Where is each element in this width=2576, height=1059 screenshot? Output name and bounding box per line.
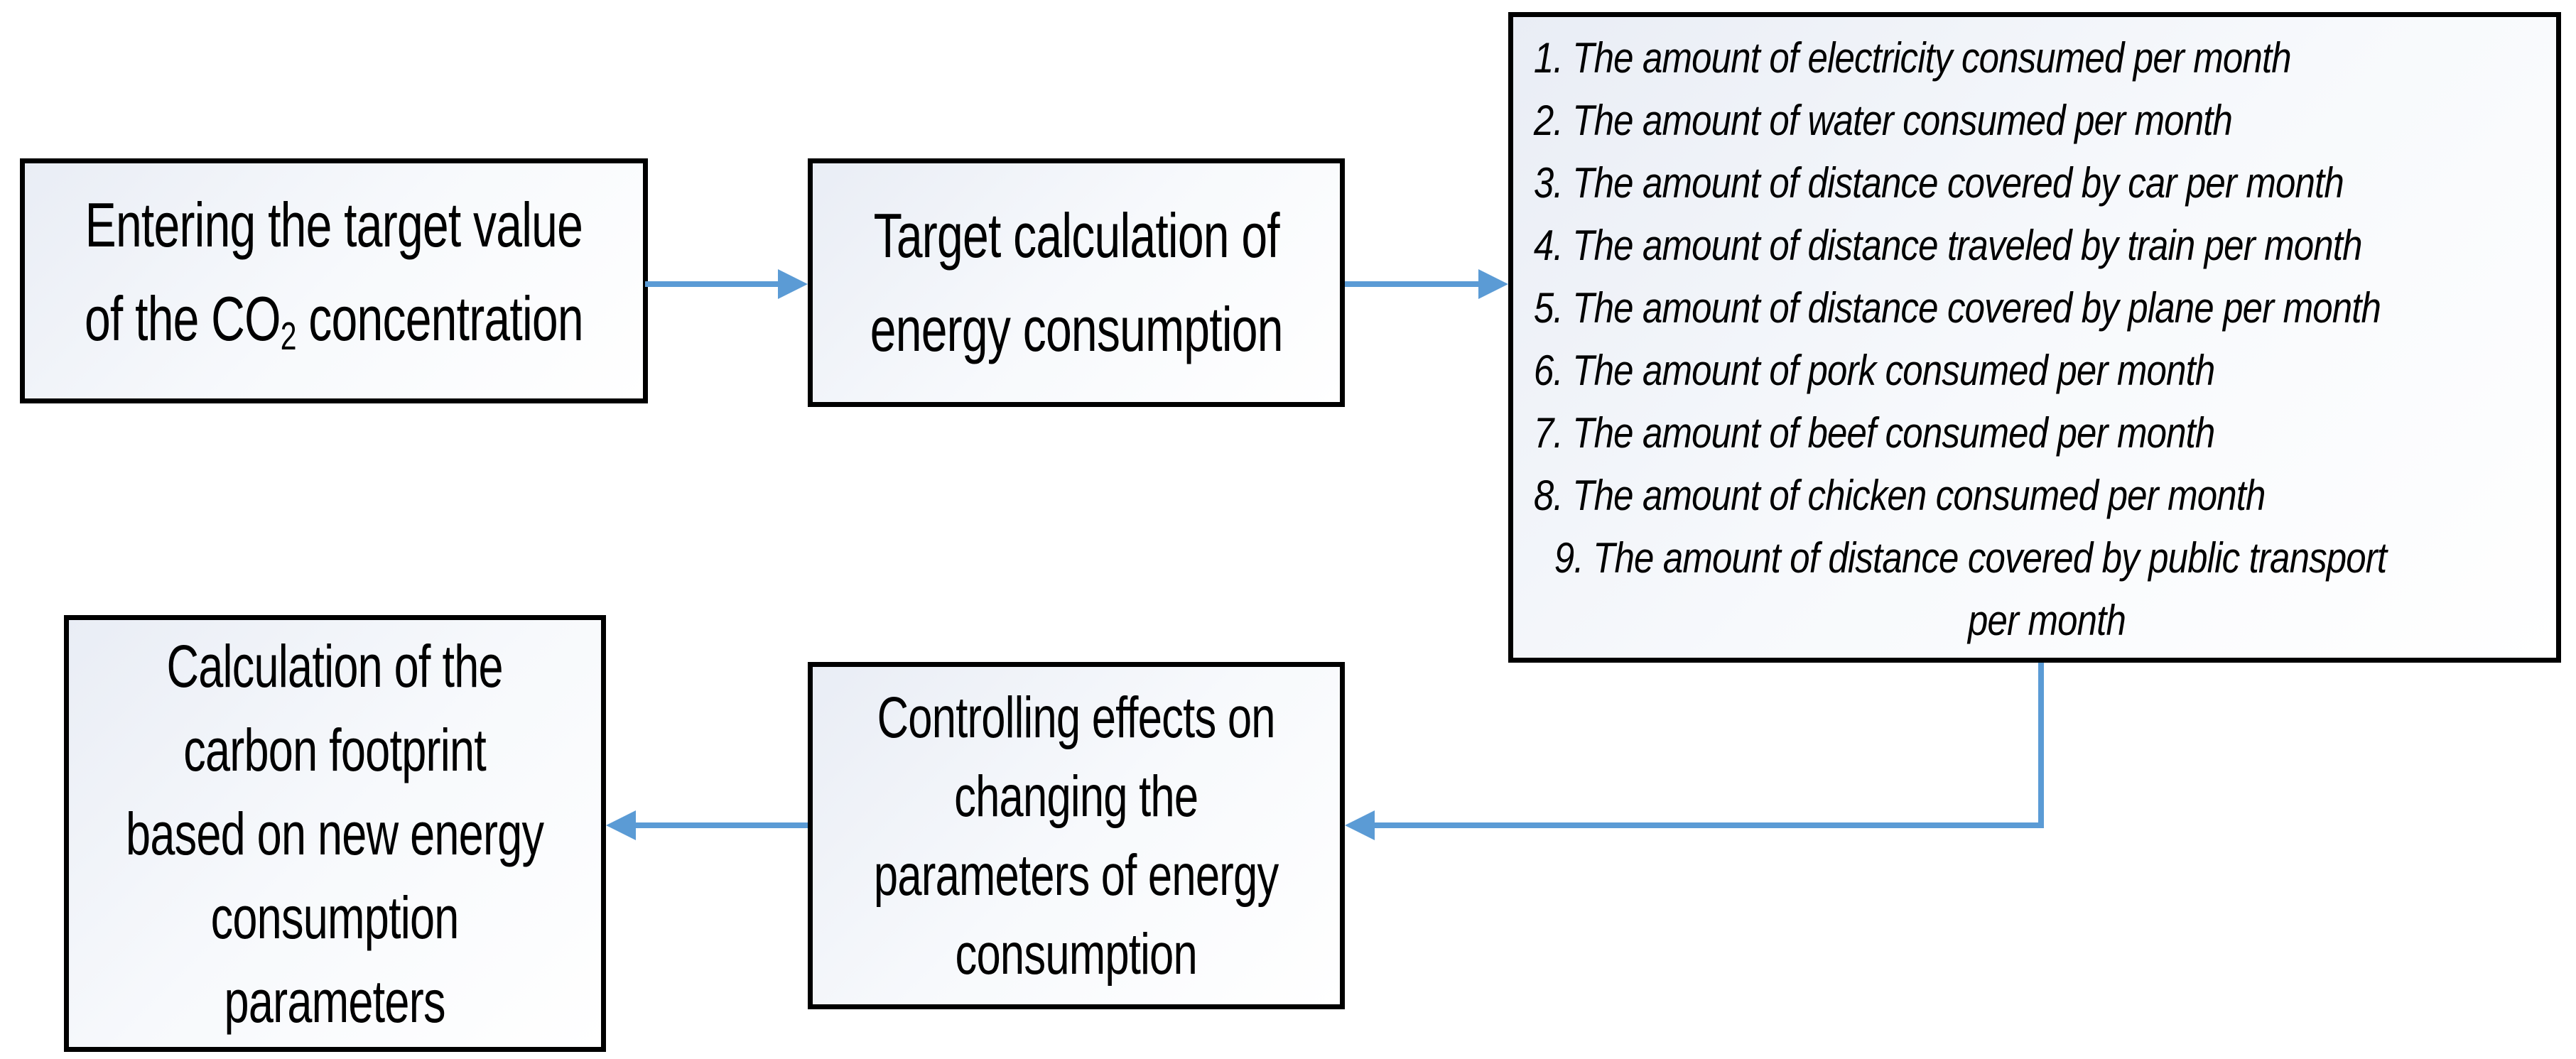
text-line: Controlling effects on (877, 685, 1276, 750)
node-target-calculation: Target calculation of energy consumption (808, 158, 1345, 407)
arrow-control-to-carbon-shaft (633, 822, 808, 828)
text-line: energy consumption (870, 294, 1284, 364)
param-item-3: 3.The amount of distance covered by car … (1533, 159, 2344, 207)
text-line: carbon footprint (183, 716, 487, 783)
node-parameters-list: 1.The amount of electricity consumed per… (1508, 12, 2561, 663)
param-item-4: 4.The amount of distance traveled by tra… (1533, 222, 2363, 269)
param-item-8: 8.The amount of chicken consumed per mon… (1533, 472, 2266, 519)
parameters-list: 1.The amount of electricity consumed per… (1513, 17, 2556, 652)
node-enter-target-value: Entering the target value of the CO2 con… (20, 158, 648, 403)
node-target-calculation-text: Target calculation of energy consumption (870, 189, 1284, 376)
text-line: consumption (211, 884, 460, 951)
text-line: parameters (224, 967, 446, 1035)
node-controlling-effects: Controlling effects on changing the para… (808, 662, 1345, 1009)
param-item-9-line2: per month (1967, 597, 2126, 644)
param-item-1: 1.The amount of electricity consumed per… (1533, 34, 2292, 82)
arrow-enter-to-target-head (778, 269, 808, 299)
co2-subscript: 2 (280, 315, 297, 359)
arrow-enter-to-target-shaft (645, 281, 780, 287)
arrow-params-to-control-head (1345, 810, 1375, 840)
node-controlling-effects-text: Controlling effects on changing the para… (874, 678, 1279, 994)
node-carbon-footprint-calculation-text: Calculation of the carbon footprint base… (126, 624, 544, 1043)
text-line: parameters of energy (874, 842, 1279, 908)
param-item-7: 7.The amount of beef consumed per month (1533, 409, 2215, 457)
text-line: changing the (954, 764, 1198, 829)
text-line: of the CO2 concentration (85, 283, 584, 359)
param-item-5: 5.The amount of distance covered by plan… (1533, 284, 2381, 332)
connector-params-to-control-vertical (2038, 663, 2044, 828)
param-item-9-line1: 9.The amount of distance covered by publ… (1554, 534, 2387, 582)
text-line: Entering the target value (85, 189, 583, 260)
text-line: Target calculation of (873, 200, 1279, 271)
connector-params-to-control-horizontal (1375, 822, 2044, 828)
node-enter-target-value-text: Entering the target value of the CO2 con… (85, 178, 584, 384)
arrow-target-to-params-shaft (1345, 281, 1480, 287)
param-item-2: 2.The amount of water consumed per month (1533, 97, 2233, 144)
text-line: Calculation of the (166, 632, 504, 700)
text-line: based on new energy (126, 800, 544, 867)
param-item-9: 9.The amount of distance covered by publ… (1534, 527, 2556, 652)
node-carbon-footprint-calculation: Calculation of the carbon footprint base… (64, 615, 606, 1052)
param-item-6: 6.The amount of pork consumed per month (1533, 347, 2215, 394)
text-line: consumption (955, 921, 1198, 987)
arrow-target-to-params-head (1478, 269, 1508, 299)
arrow-control-to-carbon-head (606, 810, 636, 840)
